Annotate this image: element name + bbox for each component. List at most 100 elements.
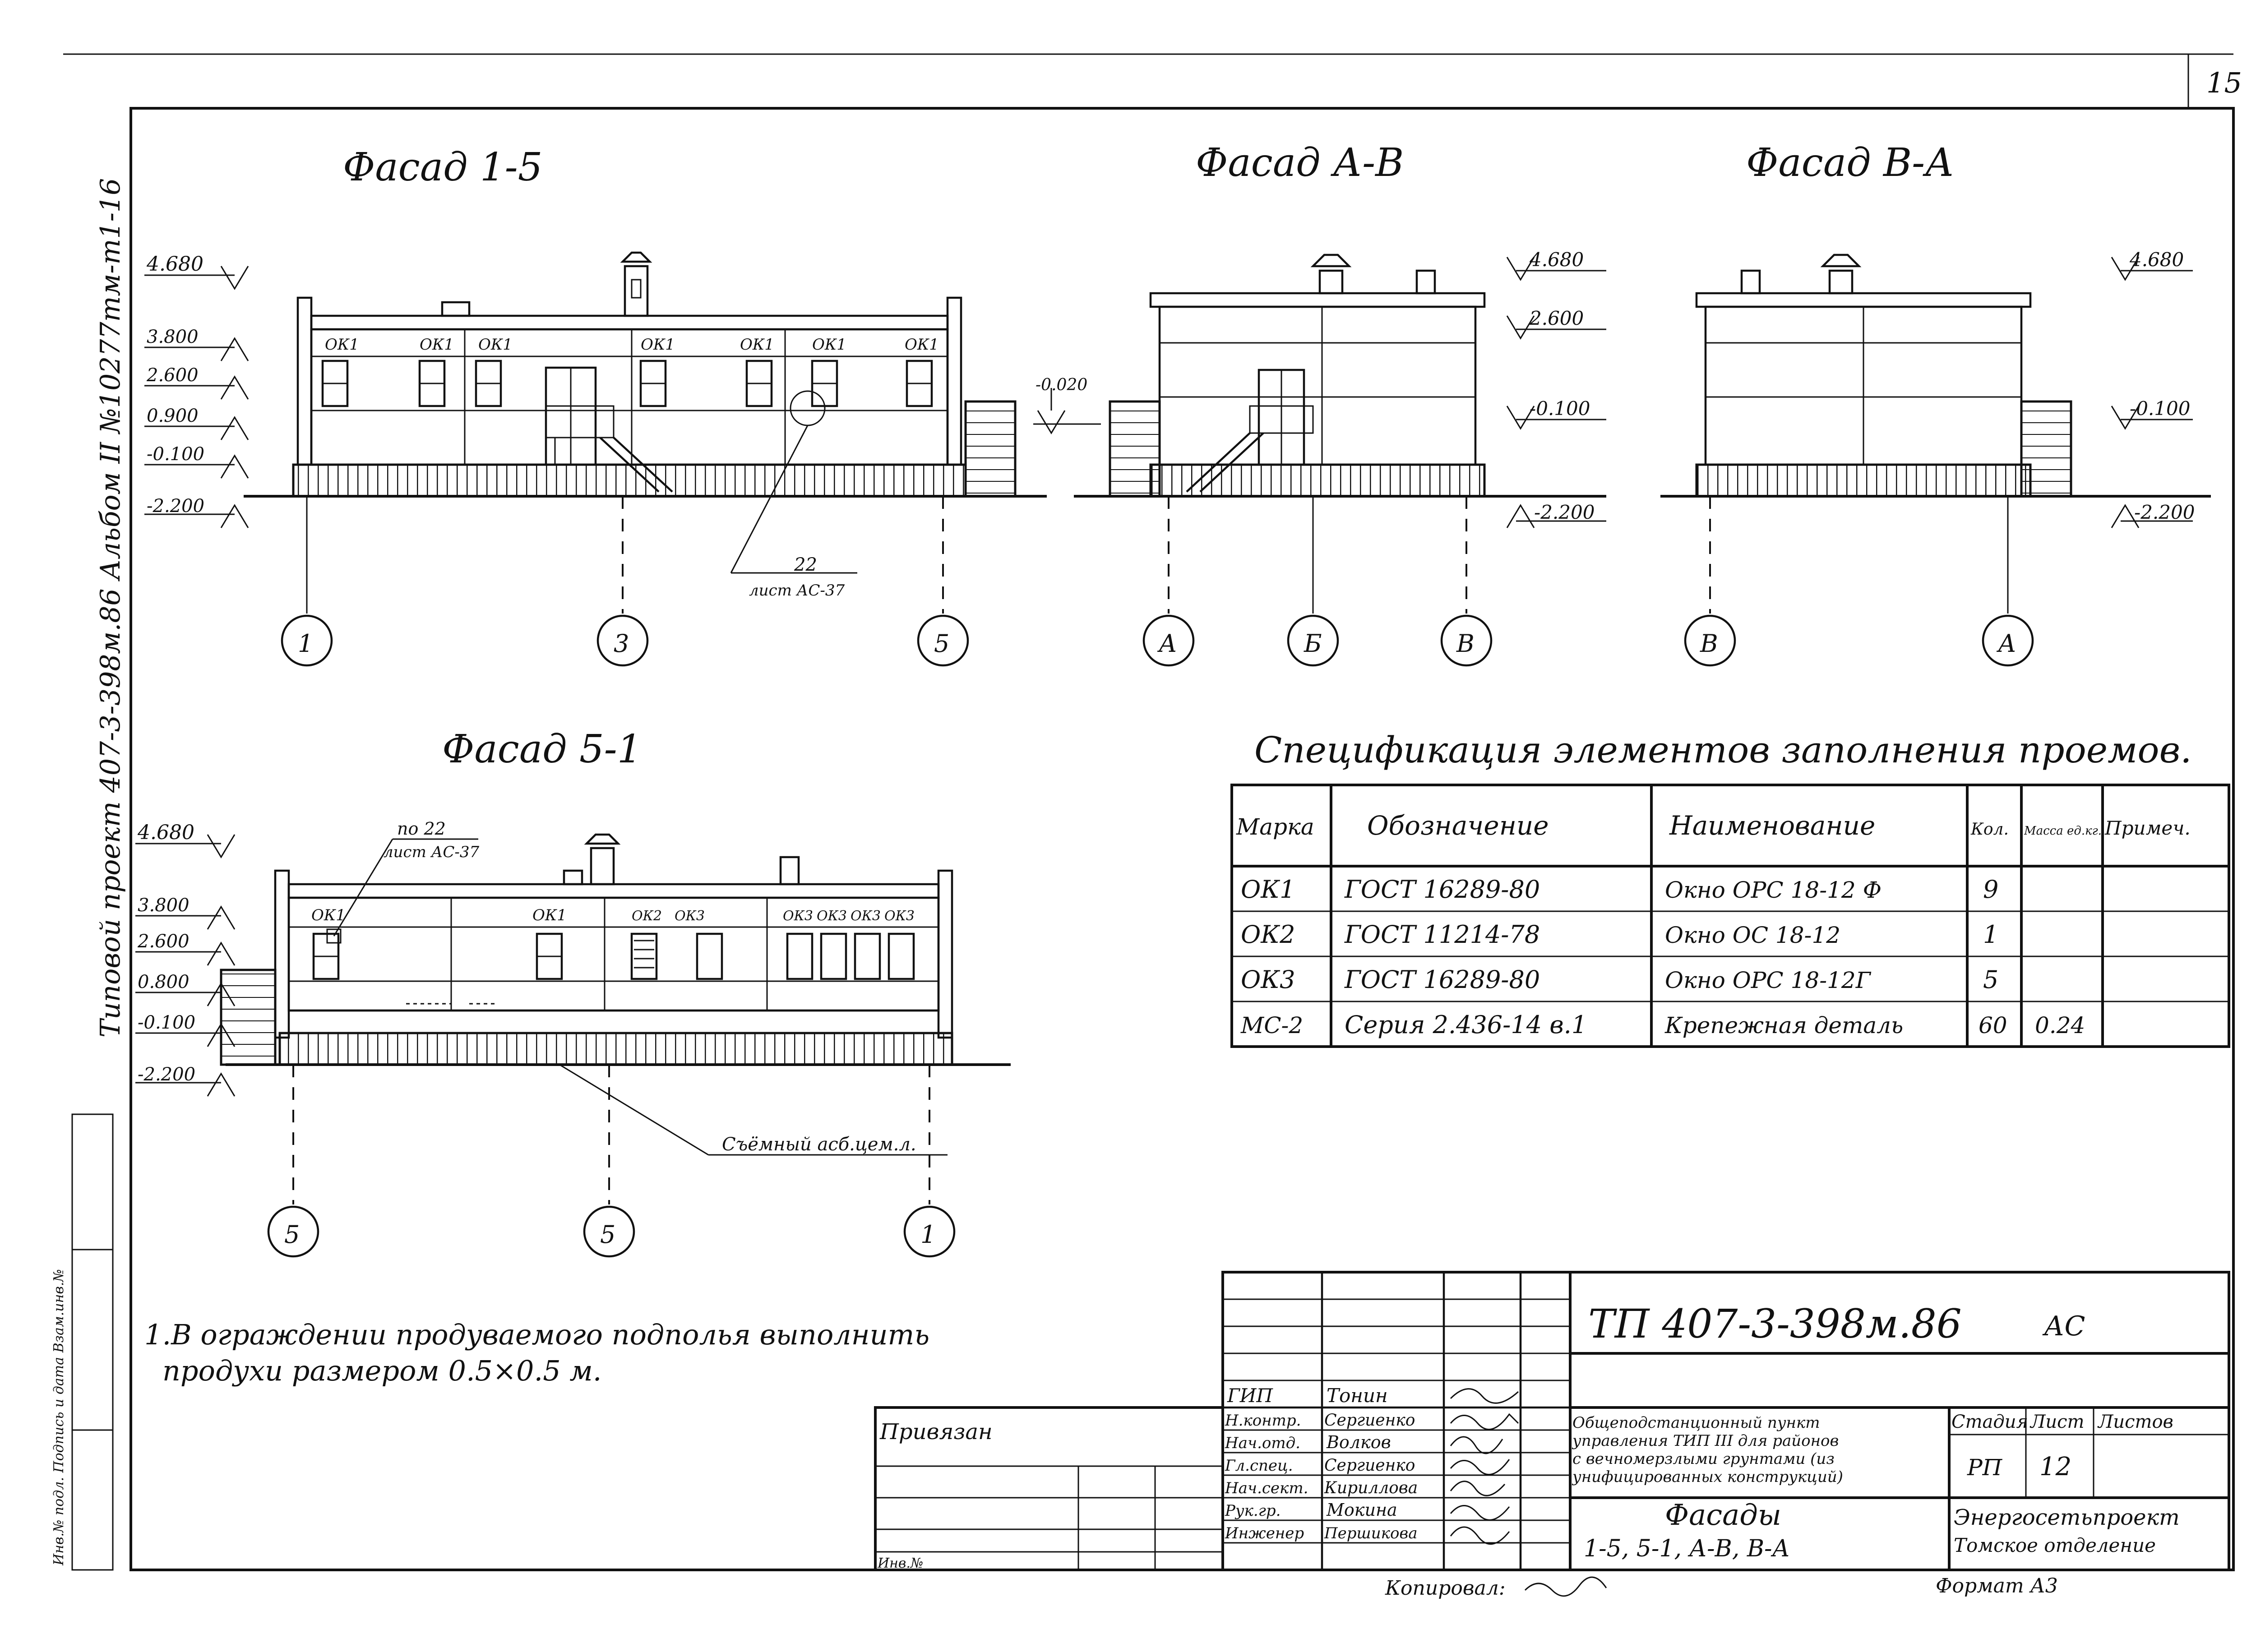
level-mark: 4.680 [2111, 249, 2193, 281]
window-mark: ОК1 [311, 906, 346, 924]
drawing-mark: АС [2042, 1311, 2085, 1342]
door-icon [1257, 369, 1305, 466]
spec-header: Наименование [1669, 810, 1875, 841]
window-mark: ОК3 [817, 908, 847, 924]
level-mark: -0.100 [144, 444, 249, 479]
window-mark: ОК1 [325, 336, 359, 354]
facade-5-1-title: Фасад 5-1 [442, 727, 642, 772]
level-mark: 3.800 [135, 895, 236, 930]
vent-icon [1310, 254, 1352, 295]
window-icon [811, 360, 838, 407]
window-icon [630, 932, 658, 980]
spec-header: Масса ед.кг. [2024, 824, 2102, 838]
org-name: Энергосетьпроект [1954, 1505, 2180, 1530]
level-mark: -0.020 [1033, 376, 1101, 434]
axis-marker: 1 [281, 614, 333, 667]
facade-v-a: Фасад В-А 4.680 -0.100 -2.200 В А [1660, 140, 2211, 667]
window-mark: ОК1 [740, 336, 774, 354]
svg-text:ОК1: ОК1 [1241, 875, 1295, 904]
svg-text:1: 1 [920, 1220, 936, 1249]
spec-title: Спецификация элементов заполнения проемо… [1254, 729, 2192, 771]
svg-text:-2.200: -2.200 [2134, 501, 2195, 523]
axis-marker: 5 [583, 1205, 635, 1258]
parapet [1695, 292, 2032, 308]
svg-text:5: 5 [600, 1220, 615, 1249]
svg-text:2.600: 2.600 [137, 931, 190, 952]
svg-text:Н.контр.: Н.контр. [1225, 1412, 1301, 1430]
skirt-hatch [1695, 463, 2032, 498]
svg-text:Першикова: Першикова [1324, 1524, 1417, 1542]
wall [310, 328, 949, 466]
svg-text:1: 1 [298, 629, 313, 658]
facade-a-v-title: Фасад А-В [1196, 140, 1404, 185]
svg-text:Тонин: Тонин [1327, 1384, 1388, 1407]
window-mark: ОК3 [783, 908, 813, 924]
copied-label: Копировал: [1385, 1577, 1506, 1600]
spec-header: Кол. [1970, 820, 2009, 839]
facade-a-v: Фасад А-В -0.020 4.680 2.600 -0.100 -2.2… [1033, 140, 1606, 667]
level-mark: 4.680 [144, 253, 249, 290]
svg-text:-0.020: -0.020 [1036, 376, 1087, 394]
stage-value: РП [1967, 1454, 2003, 1481]
level-mark: 2.600 [1506, 307, 1606, 340]
inv-label: Инв.№ [877, 1555, 923, 1571]
window-mark: ОК2 [632, 908, 662, 924]
vent-icon [584, 833, 621, 886]
svg-text:5: 5 [934, 629, 949, 658]
sheet-subtitle: 1-5, 5-1, А-В, В-А [1584, 1535, 1790, 1562]
table-row: ОК2 ГОСТ 11214-78 Окно ОС 18-12 1 [1241, 920, 1998, 949]
level-mark: 2.600 [135, 931, 236, 966]
window-mark: ОК3 [884, 908, 915, 924]
svg-text:4.680: 4.680 [2129, 249, 2184, 271]
sheets-label: Листов [2097, 1412, 2173, 1432]
facade-1-5: Фасад 1-5 4.680 3.800 2.600 0.900 -0.100… [144, 145, 1047, 667]
svg-text:Окно ОРС 18-12 Ф: Окно ОРС 18-12 Ф [1665, 877, 1882, 903]
svg-text:Кириллова: Кириллова [1324, 1479, 1418, 1497]
svg-text:3: 3 [614, 629, 629, 658]
svg-text:Нач.сект.: Нач.сект. [1225, 1479, 1308, 1497]
project-code: ТП 407-3-398м.86 [1588, 1301, 1962, 1347]
level-mark: -2.200 [144, 496, 249, 528]
axis-marker: А [1982, 614, 2034, 667]
svg-text:4.680: 4.680 [1529, 249, 1584, 271]
svg-text:Сергиенко: Сергиенко [1324, 1411, 1415, 1430]
window-icon [820, 932, 847, 980]
org-branch: Томское отделение [1954, 1534, 2156, 1556]
copier-signature [1524, 1576, 1607, 1597]
skirt-hatch [278, 1032, 953, 1066]
window-icon [854, 932, 881, 980]
window-icon [475, 360, 502, 407]
vent-icon [1415, 269, 1436, 295]
skirt-hatch [1149, 463, 1486, 498]
annex-steps [964, 400, 1017, 498]
window-icon [639, 360, 667, 407]
svg-text:2.600: 2.600 [1529, 307, 1584, 329]
svg-text:Окно ОС 18-12: Окно ОС 18-12 [1665, 922, 1840, 948]
level-mark: -2.200 [1506, 501, 1606, 528]
svg-text:Инженер: Инженер [1225, 1524, 1304, 1542]
svg-text:ГОСТ 16289-80: ГОСТ 16289-80 [1344, 875, 1540, 904]
window-mark: ОК3 [675, 908, 705, 924]
svg-text:А: А [1157, 629, 1177, 658]
roles-column: ГИП Н.контр. Нач.отд. Гл.спец. Нач.сект.… [1225, 1384, 1308, 1542]
window-icon [312, 928, 342, 980]
facade-5-1-levels: 4.680 3.800 2.600 0.800 -0.100 -2.200 [135, 821, 236, 1097]
axis-marker: В [1440, 614, 1493, 667]
svg-text:МС-2: МС-2 [1240, 1012, 1303, 1038]
window-icon [906, 360, 933, 407]
window-mark: ОК1 [532, 906, 567, 924]
svg-text:-0.100: -0.100 [1530, 397, 1590, 420]
svg-text:унифицированных конструкций): унифицированных конструкций) [1572, 1468, 1843, 1486]
svg-text:0.900: 0.900 [147, 406, 199, 426]
svg-text:Крепежная деталь: Крепежная деталь [1664, 1012, 1903, 1038]
axis-marker: 1 [903, 1205, 956, 1258]
svg-text:ГОСТ 16289-80: ГОСТ 16289-80 [1344, 965, 1540, 994]
svg-text:Общеподстанционный пункт: Общеподстанционный пункт [1572, 1414, 1820, 1432]
svg-text:Сергиенко: Сергиенко [1324, 1456, 1415, 1475]
svg-text:Нач.отд.: Нач.отд. [1225, 1434, 1300, 1452]
window-icon [888, 932, 915, 980]
note-line-2: продухи размером 0.5×0.5 м. [162, 1354, 601, 1387]
level-mark: -0.100 [1506, 397, 1606, 430]
sheet-title: Фасады [1665, 1499, 1781, 1532]
svg-text:Волков: Волков [1326, 1432, 1391, 1452]
